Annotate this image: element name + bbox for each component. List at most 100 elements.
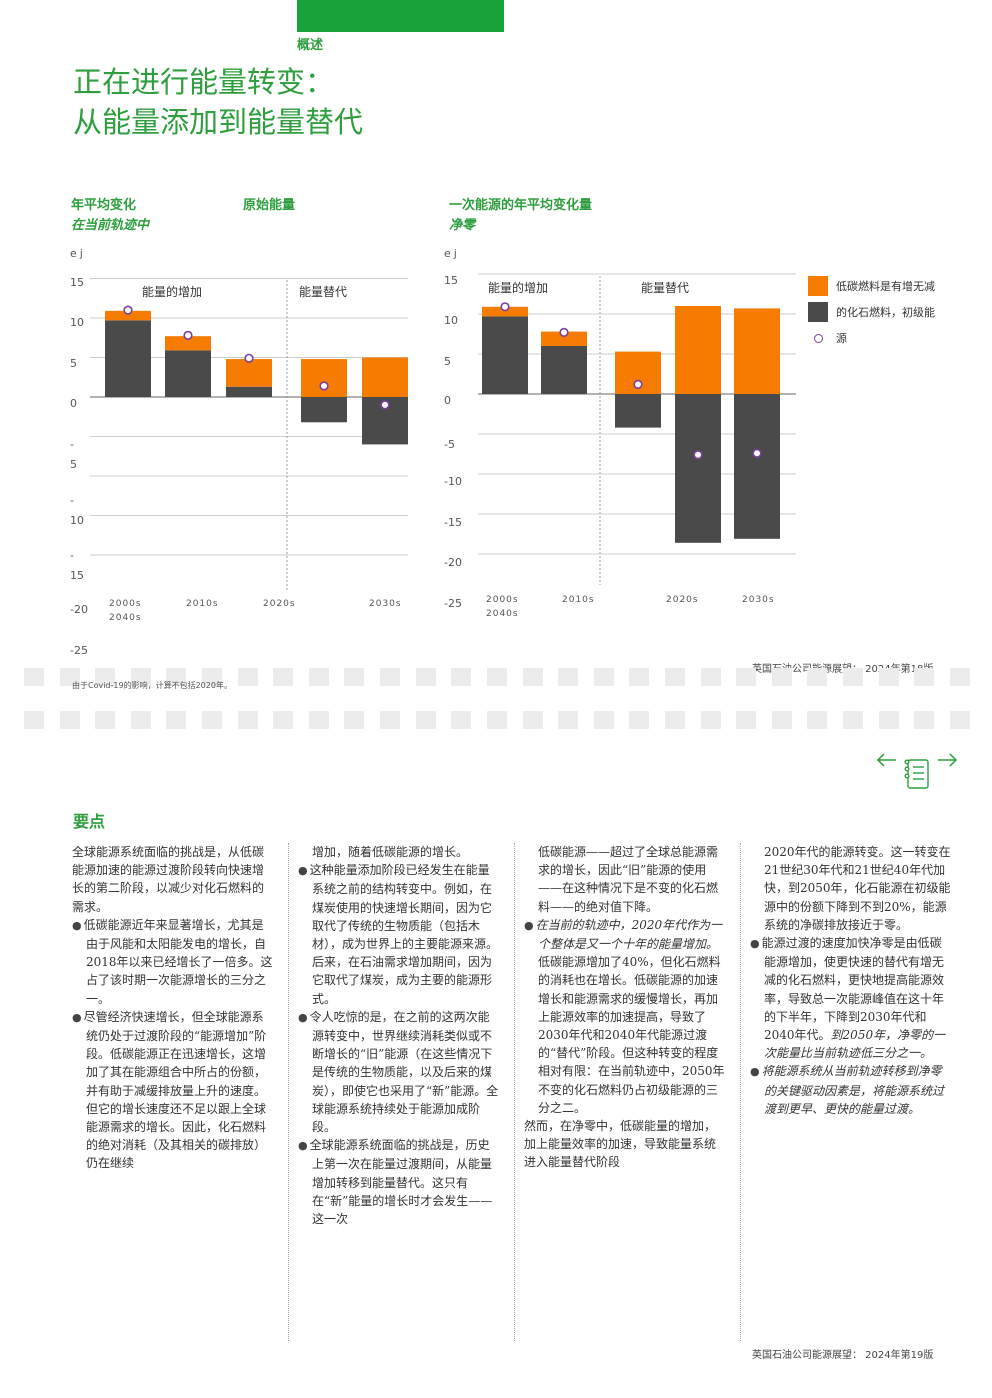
legend-swatch-dark [808, 302, 828, 322]
chart1: ej151050-5-10-15-20-25能量的增加能量替代2000s2040… [70, 247, 408, 657]
y-tick-label: - [70, 549, 74, 562]
page-nav [876, 750, 960, 792]
x-tick-label: 2020s [666, 595, 699, 605]
stripe-block [130, 711, 151, 729]
stripe-block [451, 668, 472, 686]
col3-para-2: 然而，在净零中，低碳能量的增加，加上能量效率的加速，导致能量系统进入能量替代阶段 [524, 1119, 717, 1170]
bar-fossil [734, 394, 780, 539]
primary-energy-marker [693, 450, 703, 460]
y-tick-label: - [70, 438, 74, 451]
contents-list-icon[interactable] [904, 759, 929, 789]
legend-text-line2: 的化石燃料，初级能 [836, 306, 935, 319]
legend-item-primary: 源 [808, 330, 958, 346]
col4-bullet-1-italic: 到2050年，净零的一次能量比当前轨迹低三分之一。 [764, 1028, 946, 1061]
y-tick-label: 15 [444, 274, 458, 287]
stripe-block [878, 668, 899, 686]
circle-marker-icon [813, 333, 823, 343]
primary-energy-marker [559, 327, 569, 337]
arrow-right-icon[interactable] [938, 753, 958, 767]
col1-intro: 全球能源系统面临的挑战是，从低碳能源加速的能源过渡阶段转向快速增长的第二阶段，以… [72, 845, 265, 914]
primary-energy-marker [633, 379, 643, 389]
region-label: 能量替代 [299, 285, 347, 299]
x-tick-label: 2010s [186, 599, 219, 609]
y-tick-label: -10 [444, 475, 462, 488]
bar-low-carbon [482, 306, 528, 317]
primary-energy-marker [319, 381, 329, 391]
key-points-title: 要点 [73, 812, 106, 831]
x-tick-label: 2030s [742, 595, 775, 605]
stripe-block [878, 711, 899, 729]
x-tick-label: 2030s [369, 599, 402, 609]
bar-fossil [226, 386, 272, 397]
y-tick-label: -20 [444, 556, 462, 569]
title-line-1: 正在进行能量转变： [73, 65, 335, 99]
stripe-block [344, 668, 365, 686]
page-title: 正在进行能量转变： 从能量添加到能量替代 [73, 62, 363, 142]
chart2: ej151050-5-10-15-20-25能量的增加能量替代2000s2040… [444, 247, 796, 619]
stripe-block [59, 668, 80, 686]
stripe-block [59, 711, 80, 729]
region-label: 能量的增加 [488, 280, 548, 295]
y-tick-label: 10 [444, 314, 458, 327]
stripe-block [308, 711, 329, 729]
y-tick-label: 5 [444, 355, 451, 368]
primary-energy-marker [752, 448, 762, 458]
column-divider-1 [288, 843, 289, 1341]
bar-low-carbon [301, 359, 347, 397]
bar-low-carbon [362, 357, 408, 397]
col4-continuation: 2020年代的能源转变。这一转变在21世纪30年代和21世纪40年代加快，到20… [764, 845, 951, 932]
text-column-2: 增加，随着低碳能源的增长。 这种能量添加阶段已经发生在能量系统之前的结构转变中。… [298, 843, 500, 1228]
chart1-extra-label: 原始能量 [243, 198, 296, 213]
y-tick-label: 0 [70, 397, 77, 410]
chart-legend: 低碳燃料是有增无减 的化石燃料，初级能 源 [808, 276, 958, 346]
col2-bullet-2-text: 令人吃惊的是，在之前的这两次能源转变中，世界继续消耗类似或不断增长的“旧”能源（… [309, 1009, 499, 1135]
text-column-3: 低碳能源——超过了全球总能源需求的增长，因此“旧”能源的使用——在这种情况下是不… [524, 843, 726, 1172]
stripe-block [736, 668, 757, 686]
primary-energy-marker [244, 353, 254, 363]
column-divider-3 [740, 843, 741, 1341]
x-tick-label: 2040s [486, 609, 519, 619]
col4-bullet-2-italic: 将能源系统从当前轨迹转移到净零的关键驱动因素是，将能源系统过渡到更早、更快的能量… [761, 1064, 945, 1116]
y-tick-label: -15 [444, 516, 462, 529]
section-tab [297, 0, 504, 32]
col3-continuation: 低碳能源——超过了全球总能源需求的增长，因此“旧”能源的使用——在这种情况下是不… [538, 845, 719, 914]
stripe-block [522, 711, 543, 729]
stripe-block [237, 668, 258, 686]
col3-bullet-1-text: 低碳能源增加了40%，但化石燃料的消耗也在增长。低碳能源的加速增长和能源需求的缓… [538, 955, 725, 1115]
arrow-left-icon[interactable] [876, 753, 896, 767]
stripe-block [415, 668, 436, 686]
stripe-block [736, 711, 757, 729]
col4-bullet-1-text: 能源过渡的速度加快净零是由低碳能源增加，使更快速的替代有增无减的化石燃料，更快地… [761, 936, 945, 1043]
primary-energy-marker [500, 302, 510, 312]
page-nav-icons [876, 753, 958, 789]
x-tick-label: 2020s [263, 599, 296, 609]
stripe-block [308, 668, 329, 686]
stripe-block [558, 711, 579, 729]
stripe-block [486, 668, 507, 686]
col1-bullet-1: 低碳能源近年来显著增长，尤其是由于风能和太阳能发电的增长，自2018年以来已经增… [72, 916, 274, 1008]
section-label: 概述 [297, 38, 324, 53]
region-label: 能量替代 [641, 281, 689, 295]
stripe-block [593, 711, 614, 729]
x-tick-label: 2040s [109, 613, 142, 623]
bar-low-carbon [165, 336, 211, 351]
stripe-block [380, 711, 401, 729]
x-tick-label: 2010s [562, 595, 595, 605]
col2-bullet-2: 令人吃惊的是，在之前的这两次能源转变中，世界继续消耗类似或不断增长的“旧”能源（… [298, 1008, 500, 1136]
bar-fossil [541, 346, 587, 394]
bar-fossil [615, 394, 661, 428]
col2-continuation: 增加，随着低碳能源的增长。 [312, 845, 469, 859]
stripe-block [202, 668, 223, 686]
bar-low-carbon [675, 306, 721, 394]
title-line-2: 从能量添加到能量替代 [73, 105, 364, 139]
stripe-block [914, 668, 935, 686]
y-tick-label: 10 [70, 316, 84, 329]
text-column-4: 2020年代的能源转变。这一转变在21世纪30年代和21世纪40年代加快，到20… [750, 843, 952, 1118]
stripe-block [914, 711, 935, 729]
stripe-block [771, 668, 792, 686]
footnote: 由于Covid-19的影响，计算不包括2020年。 [72, 681, 232, 690]
col2-bullet-1-text: 这种能量添加阶段已经发生在能量系统之前的结构转变中。例如，在煤炭使用的快速增长期… [309, 863, 499, 1006]
col2-bullet-3-text: 全球能源系统面临的挑战是，历史上第一次在能量过渡期间，从能量增加转移到能量替代。… [309, 1138, 493, 1227]
bar-low-carbon [541, 331, 587, 346]
stripe-block [593, 668, 614, 686]
